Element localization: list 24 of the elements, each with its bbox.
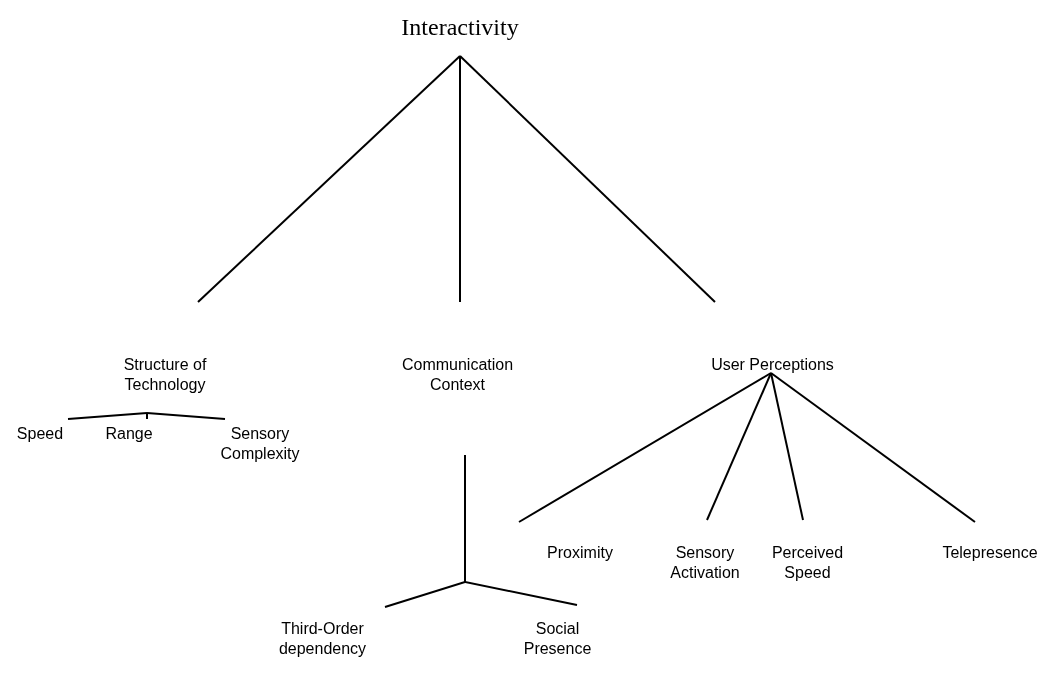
connector-line [459, 55, 461, 303]
node-label: Social Presence [522, 619, 593, 659]
connector-line [518, 372, 772, 523]
node-label: Structure of Technology [122, 355, 208, 395]
connector-line [706, 372, 772, 521]
node-label: Third-Order dependency [277, 619, 368, 659]
node-label: Perceived Speed [770, 543, 845, 583]
connector-line [146, 412, 148, 420]
connector-line [770, 372, 976, 523]
node-label: Sensory Complexity [219, 424, 301, 464]
connector-line [459, 55, 716, 303]
connector-line [146, 412, 226, 420]
node-label: Sensory Activation [669, 543, 741, 583]
node-label: Speed [16, 424, 64, 444]
node-label: User Perceptions [711, 355, 834, 375]
connector-line [464, 454, 578, 606]
node-label: Telepresence [942, 543, 1038, 563]
connector-line [770, 372, 804, 521]
node-label: Communication Context [400, 355, 515, 395]
node-label: Proximity [547, 543, 613, 563]
connector-line [67, 412, 148, 420]
connector-line [197, 55, 461, 303]
node-label: Range [105, 424, 153, 444]
root-label: Interactivity [401, 13, 519, 42]
